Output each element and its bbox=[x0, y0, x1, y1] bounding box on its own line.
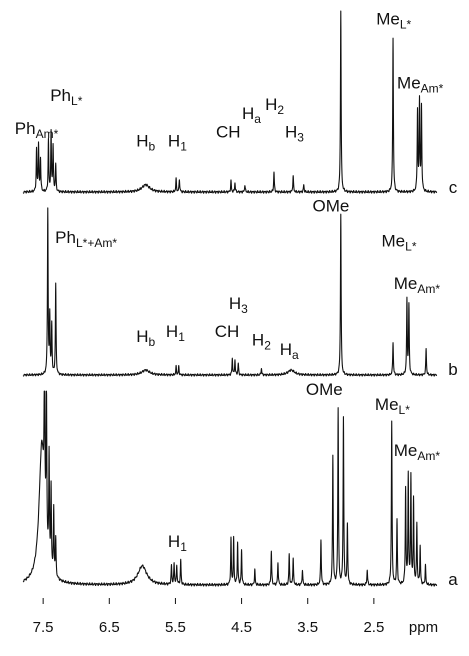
peak-label: MeL* bbox=[376, 10, 411, 32]
peak-label: CH bbox=[215, 322, 240, 341]
x-axis: 7.5 6.5 5.5 4.5 3.5 2.5 ppm bbox=[33, 598, 438, 636]
peak-label-subscript: Am* bbox=[36, 127, 59, 141]
peak-label-text: H bbox=[280, 340, 292, 359]
peak-label-subscript: Am* bbox=[417, 282, 440, 296]
peak-label-subscript: 2 bbox=[264, 338, 271, 352]
peak-label: CH bbox=[216, 122, 241, 141]
peak-label-text: H bbox=[242, 104, 254, 123]
peak-label: MeAm* bbox=[397, 73, 444, 95]
peak-label-text: CH bbox=[216, 122, 241, 141]
peak-label-subscript: L*+Am* bbox=[76, 236, 117, 250]
peak-label: MeAm* bbox=[394, 441, 441, 463]
peak-label: H1 bbox=[168, 532, 187, 554]
peak-label: OMe bbox=[312, 197, 349, 216]
peak-label: MeL* bbox=[375, 395, 410, 417]
peak-label-subscript: 2 bbox=[277, 103, 284, 117]
peak-label: H1 bbox=[168, 132, 187, 154]
peak-label: PhL*+Am* bbox=[55, 228, 117, 250]
peak-label-text: Me bbox=[376, 10, 400, 29]
panel-label: b bbox=[448, 360, 457, 379]
peak-label-text: Me bbox=[382, 231, 406, 250]
peak-label-subscript: L* bbox=[399, 403, 411, 417]
peak-label: H1 bbox=[166, 322, 185, 344]
peak-label-text: H bbox=[166, 322, 178, 341]
peak-label: Hb bbox=[136, 132, 155, 154]
peak-label: H2 bbox=[265, 95, 284, 117]
peak-label-subscript: Am* bbox=[421, 81, 444, 95]
spectrum-trace-a bbox=[22, 390, 438, 587]
panel-label: a bbox=[448, 570, 458, 589]
x-tick-label: 6.5 bbox=[99, 619, 120, 636]
peak-label-text: H bbox=[265, 95, 277, 114]
x-tick-label: 3.5 bbox=[297, 619, 318, 636]
peak-label-subscript: 3 bbox=[241, 302, 248, 316]
peak-label-text: Ph bbox=[50, 86, 71, 105]
spectra-panels: PhAm*PhL*HbH1CHHaH2H3OMeMeL*MeAm*cPhL*+A… bbox=[15, 10, 459, 589]
peak-label: H3 bbox=[229, 294, 248, 316]
peak-label: Ha bbox=[242, 104, 261, 126]
peak-label-text: CH bbox=[215, 322, 240, 341]
peak-label-subscript: L* bbox=[405, 239, 417, 253]
peak-label-text: H bbox=[285, 122, 297, 141]
peak-label-text: H bbox=[229, 294, 241, 313]
peak-label-subscript: 1 bbox=[180, 540, 187, 554]
peak-label: MeL* bbox=[382, 231, 417, 253]
peak-label-subscript: b bbox=[148, 140, 155, 154]
peak-label-subscript: L* bbox=[400, 18, 412, 32]
peak-label: MeAm* bbox=[394, 274, 441, 296]
peak-label-subscript: a bbox=[292, 348, 299, 362]
peak-label-text: H bbox=[136, 327, 148, 346]
peak-label-text: H bbox=[168, 532, 180, 551]
peak-label-text: H bbox=[252, 330, 264, 349]
peak-label-text: OMe bbox=[306, 380, 343, 399]
x-tick-label: 2.5 bbox=[363, 619, 384, 636]
spectrum-trace-c bbox=[22, 10, 438, 194]
peak-label-text: Me bbox=[375, 395, 399, 414]
x-tick-label: 7.5 bbox=[33, 619, 54, 636]
peak-label: OMe bbox=[306, 380, 343, 399]
peak-label-subscript: Am* bbox=[417, 449, 440, 463]
peak-label-subscript: 1 bbox=[178, 330, 185, 344]
peak-label-text: OMe bbox=[312, 197, 349, 216]
peak-label: Hb bbox=[136, 327, 155, 349]
peak-label-text: Ph bbox=[15, 119, 36, 138]
spectrum-panel-c: PhAm*PhL*HbH1CHHaH2H3OMeMeL*MeAm*c bbox=[15, 10, 458, 197]
x-tick-label: 4.5 bbox=[231, 619, 252, 636]
peak-label: H2 bbox=[252, 330, 271, 352]
peak-label-text: Me bbox=[394, 274, 418, 293]
peak-label-text: H bbox=[168, 132, 180, 151]
peak-label: Ha bbox=[280, 340, 299, 362]
peak-label-subscript: b bbox=[148, 335, 155, 349]
x-tick-label: 5.5 bbox=[165, 619, 186, 636]
peak-label-subscript: 1 bbox=[180, 140, 187, 154]
peak-label-subscript: a bbox=[254, 112, 261, 126]
peak-label-subscript: 3 bbox=[297, 130, 304, 144]
x-axis-label: ppm bbox=[409, 619, 438, 636]
spectrum-trace-b bbox=[22, 207, 438, 377]
panel-label: c bbox=[449, 178, 458, 197]
peak-label-subscript: L* bbox=[71, 94, 83, 108]
peak-label: H3 bbox=[285, 122, 304, 144]
peak-label-text: Me bbox=[394, 441, 418, 460]
peak-label-text: Me bbox=[397, 73, 421, 92]
peak-label-text: H bbox=[136, 132, 148, 151]
peak-label-text: Ph bbox=[55, 228, 76, 247]
peak-label: PhL* bbox=[50, 86, 82, 108]
peak-label: PhAm* bbox=[15, 119, 59, 141]
